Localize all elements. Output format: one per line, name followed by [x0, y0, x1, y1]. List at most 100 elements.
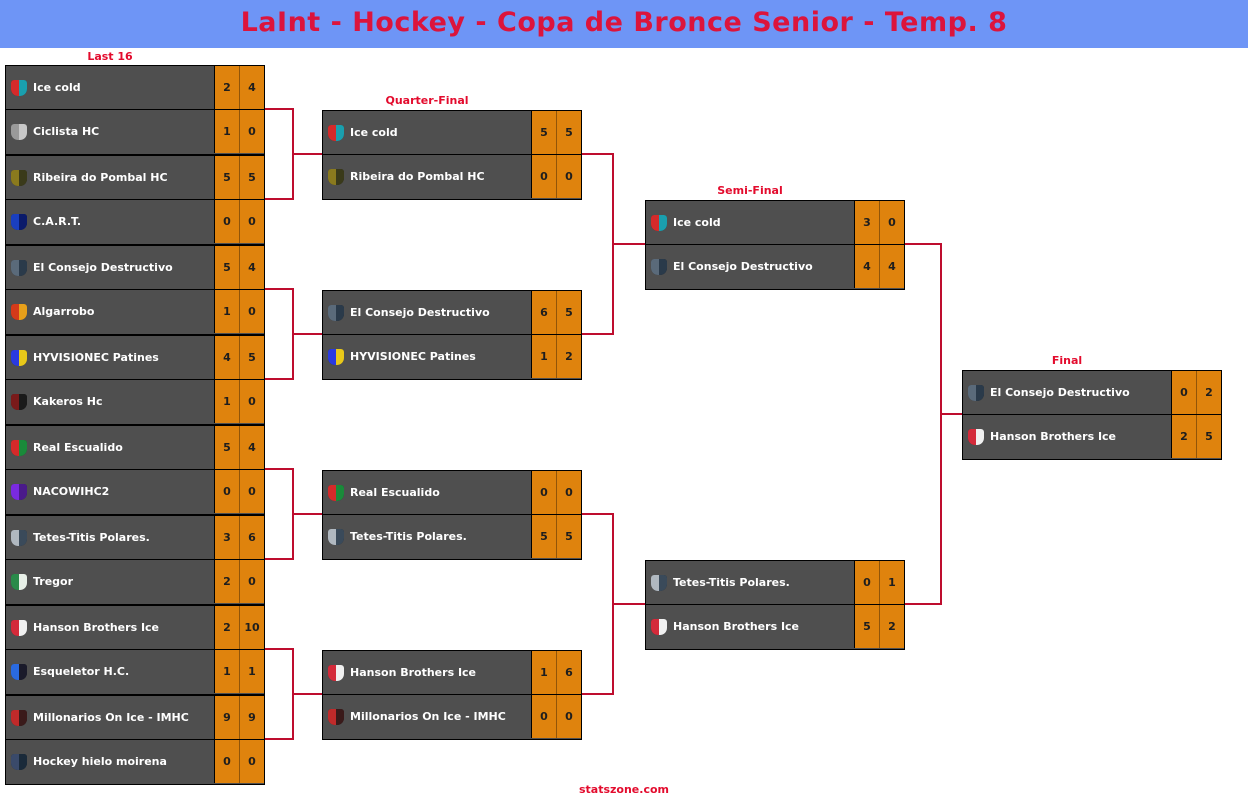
- logo-half-left: [328, 168, 336, 185]
- logo-half-left: [11, 213, 19, 230]
- logo-half-right: [19, 169, 27, 186]
- team-logo-icon: [11, 663, 27, 680]
- team-row[interactable]: Hanson Brothers Ice 1 6: [323, 651, 581, 694]
- team-name-cell: El Consejo Destructivo: [646, 245, 854, 288]
- team-name: HYVISIONEC Patines: [33, 351, 159, 364]
- team-row[interactable]: Algarrobo 1 0: [6, 289, 264, 333]
- team-row[interactable]: El Consejo Destructivo 0 2: [963, 371, 1221, 414]
- team-row[interactable]: El Consejo Destructivo 5 4: [6, 246, 264, 289]
- logo-half-right: [19, 619, 27, 636]
- score-box: 9 9: [214, 696, 264, 739]
- team-row[interactable]: Hanson Brothers Ice 5 2: [646, 604, 904, 648]
- team-logo-icon: [11, 303, 27, 320]
- team-row[interactable]: Ice cold 2 4: [6, 66, 264, 109]
- team-row[interactable]: Ribeira do Pombal HC 5 5: [6, 156, 264, 199]
- logo-half-right: [659, 258, 667, 275]
- score-leg2: 2: [556, 335, 581, 378]
- bracket-connector-line: [582, 333, 614, 335]
- score-leg1: 0: [1180, 386, 1188, 399]
- score-leg1: 0: [863, 576, 871, 589]
- team-name: Hanson Brothers Ice: [33, 621, 160, 634]
- team-logo-icon: [651, 574, 667, 591]
- team-row[interactable]: Hockey hielo moirena 0 0: [6, 739, 264, 783]
- team-name: Hanson Brothers Ice: [673, 620, 800, 633]
- round-label: Semi-Final: [717, 184, 783, 197]
- team-row[interactable]: Hanson Brothers Ice 2 5: [963, 414, 1221, 458]
- score-box: 1 2: [531, 335, 581, 378]
- team-name: C.A.R.T.: [33, 215, 82, 228]
- score-box: 4 4: [854, 245, 904, 288]
- team-row[interactable]: El Consejo Destructivo 4 4: [646, 244, 904, 288]
- team-row[interactable]: Esqueletor H.C. 1 1: [6, 649, 264, 693]
- score-leg2: 4: [879, 245, 904, 288]
- team-row[interactable]: HYVISIONEC Patines 4 5: [6, 336, 264, 379]
- score-leg1: 1: [540, 666, 548, 679]
- logo-half-right: [19, 663, 27, 680]
- team-name-cell: El Consejo Destructivo: [323, 291, 531, 334]
- logo-half-left: [11, 123, 19, 140]
- score-box: 1 0: [214, 380, 264, 423]
- team-logo-icon: [328, 708, 344, 725]
- score-box: 2 10: [214, 606, 264, 649]
- score-leg1: 1: [223, 125, 231, 138]
- team-name: Kakeros Hc: [33, 395, 103, 408]
- score-leg2: 5: [556, 291, 581, 334]
- bracket-connector-line: [905, 603, 942, 605]
- team-row[interactable]: HYVISIONEC Patines 1 2: [323, 334, 581, 378]
- team-name-cell: El Consejo Destructivo: [963, 371, 1171, 414]
- team-name-cell: Hanson Brothers Ice: [6, 606, 214, 649]
- team-row[interactable]: Tregor 2 0: [6, 559, 264, 603]
- watermark-link[interactable]: statszone.com: [578, 783, 669, 796]
- team-name: Tetes-Titis Polares.: [33, 531, 150, 544]
- score-box: 0 1: [854, 561, 904, 604]
- team-logo-icon: [11, 483, 27, 500]
- team-row[interactable]: Real Escualido 0 0: [323, 471, 581, 514]
- team-row[interactable]: Millonarios On Ice - IMHC 9 9: [6, 696, 264, 739]
- team-row[interactable]: Real Escualido 5 4: [6, 426, 264, 469]
- logo-half-right: [659, 574, 667, 591]
- logo-half-left: [328, 304, 336, 321]
- team-name-cell: Kakeros Hc: [6, 380, 214, 423]
- match-card: El Consejo Destructivo 6 5 HYVISIONEC Pa…: [322, 290, 582, 380]
- team-logo-icon: [328, 168, 344, 185]
- logo-half-right: [336, 528, 344, 545]
- team-name-cell: Esqueletor H.C.: [6, 650, 214, 693]
- match-card: Tetes-Titis Polares. 0 1 Hanson Brothers…: [645, 560, 905, 650]
- team-name: Esqueletor H.C.: [33, 665, 130, 678]
- score-leg2: 2: [1196, 371, 1221, 414]
- team-row[interactable]: Tetes-Titis Polares. 5 5: [323, 514, 581, 558]
- score-box: 1 0: [214, 290, 264, 333]
- team-logo-icon: [11, 213, 27, 230]
- team-row[interactable]: Ice cold 5 5: [323, 111, 581, 154]
- team-row[interactable]: Ciclista HC 1 0: [6, 109, 264, 153]
- team-row[interactable]: C.A.R.T. 0 0: [6, 199, 264, 243]
- team-row[interactable]: NACOWIHC2 0 0: [6, 469, 264, 513]
- team-name: El Consejo Destructivo: [33, 261, 173, 274]
- score-box: 3 6: [214, 516, 264, 559]
- team-row[interactable]: Ribeira do Pombal HC 0 0: [323, 154, 581, 198]
- team-name: Millonarios On Ice - IMHC: [350, 710, 506, 723]
- team-row[interactable]: Hanson Brothers Ice 2 10: [6, 606, 264, 649]
- team-row[interactable]: Millonarios On Ice - IMHC 0 0: [323, 694, 581, 738]
- logo-half-left: [11, 79, 19, 96]
- team-logo-icon: [968, 428, 984, 445]
- team-name-cell: Ice cold: [6, 66, 214, 109]
- team-row[interactable]: El Consejo Destructivo 6 5: [323, 291, 581, 334]
- score-leg1: 2: [223, 81, 231, 94]
- team-logo-icon: [328, 124, 344, 141]
- logo-half-right: [19, 393, 27, 410]
- bracket-connector-line: [292, 153, 322, 155]
- match-card: Ribeira do Pombal HC 5 5 C.A.R.T. 0 0: [5, 155, 265, 245]
- logo-half-right: [659, 214, 667, 231]
- match-card: Millonarios On Ice - IMHC 9 9 Hockey hie…: [5, 695, 265, 785]
- match-card: Hanson Brothers Ice 1 6 Millonarios On I…: [322, 650, 582, 740]
- logo-half-left: [651, 574, 659, 591]
- team-row[interactable]: Tetes-Titis Polares. 0 1: [646, 561, 904, 604]
- match-card: Ice cold 3 0 El Consejo Destructivo 4 4: [645, 200, 905, 290]
- team-row[interactable]: Ice cold 3 0: [646, 201, 904, 244]
- team-name: Real Escualido: [350, 486, 440, 499]
- team-row[interactable]: Kakeros Hc 1 0: [6, 379, 264, 423]
- team-row[interactable]: Tetes-Titis Polares. 3 6: [6, 516, 264, 559]
- bracket-connector-line: [292, 513, 322, 515]
